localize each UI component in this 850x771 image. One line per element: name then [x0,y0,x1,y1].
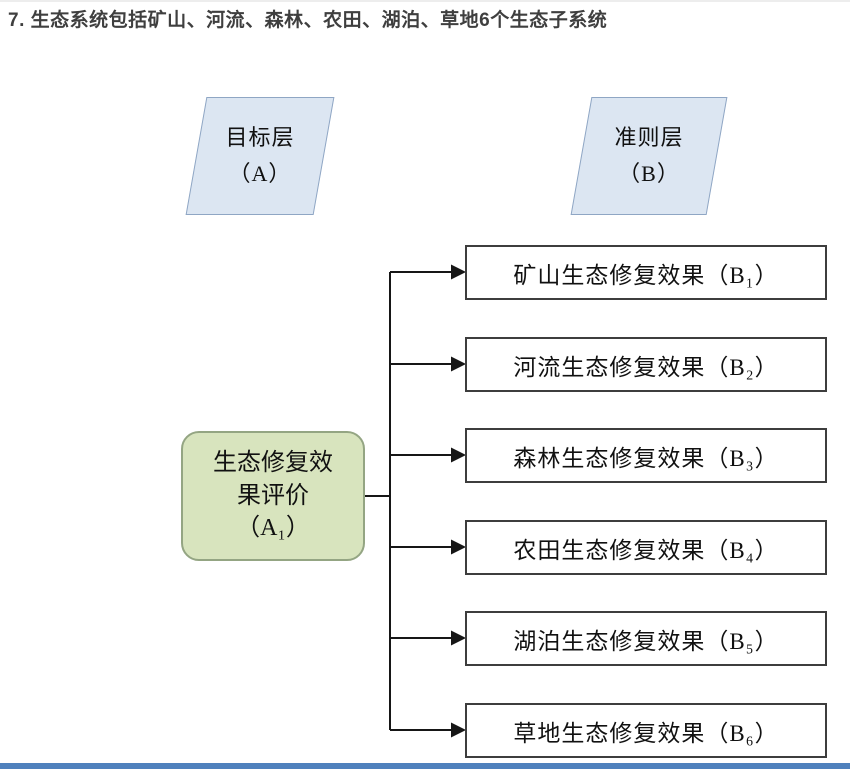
arrow-right-icon [451,447,466,463]
arrow-right-icon [451,356,466,372]
criteria-node-b4: 农田生态修复效果（B₄） [465,520,827,575]
criteria-node-b5: 湖泊生态修复效果（B₅） [465,611,827,666]
criteria-node-label: 农田生态修复效果（B₄） [513,537,779,563]
arrow-right-icon [451,630,466,646]
criteria-node-b6: 草地生态修复效果（B₆） [465,703,827,758]
criteria-node-label: 矿山生态修复效果（B₁） [513,262,779,288]
criteria-node-label: 湖泊生态修复效果（B₅） [513,628,779,654]
criteria-layer-label: 准则层 （B） [614,124,684,186]
criteria-node-label: 河流生态修复效果（B₂） [513,354,779,380]
criteria-node-label: 草地生态修复效果（B₆） [513,720,779,746]
arrow-right-icon [451,539,466,555]
criteria-node-b2: 河流生态修复效果（B₂） [465,337,827,392]
goal-node-label: 生态修复效 果评价 （A₁） [213,450,333,542]
arrow-right-icon [451,722,466,738]
arrow-right-icon [451,264,466,280]
criteria-node-label: 森林生态修复效果（B₃） [513,445,779,471]
criteria-node-b3: 森林生态修复效果（B₃） [465,428,827,483]
bottom-divider [0,763,850,769]
goal-layer-parallelogram: 目标层 （A） [185,97,335,215]
top-divider [0,0,850,2]
page-title: 7. 生态系统包括矿山、河流、森林、农田、湖泊、草地6个生态子系统 [8,10,608,31]
criteria-layer-parallelogram: 准则层 （B） [570,97,728,215]
goal-layer-label: 目标层 （A） [225,124,295,186]
goal-node: 生态修复效 果评价 （A₁） [181,431,365,561]
criteria-node-b1: 矿山生态修复效果（B₁） [465,245,827,300]
